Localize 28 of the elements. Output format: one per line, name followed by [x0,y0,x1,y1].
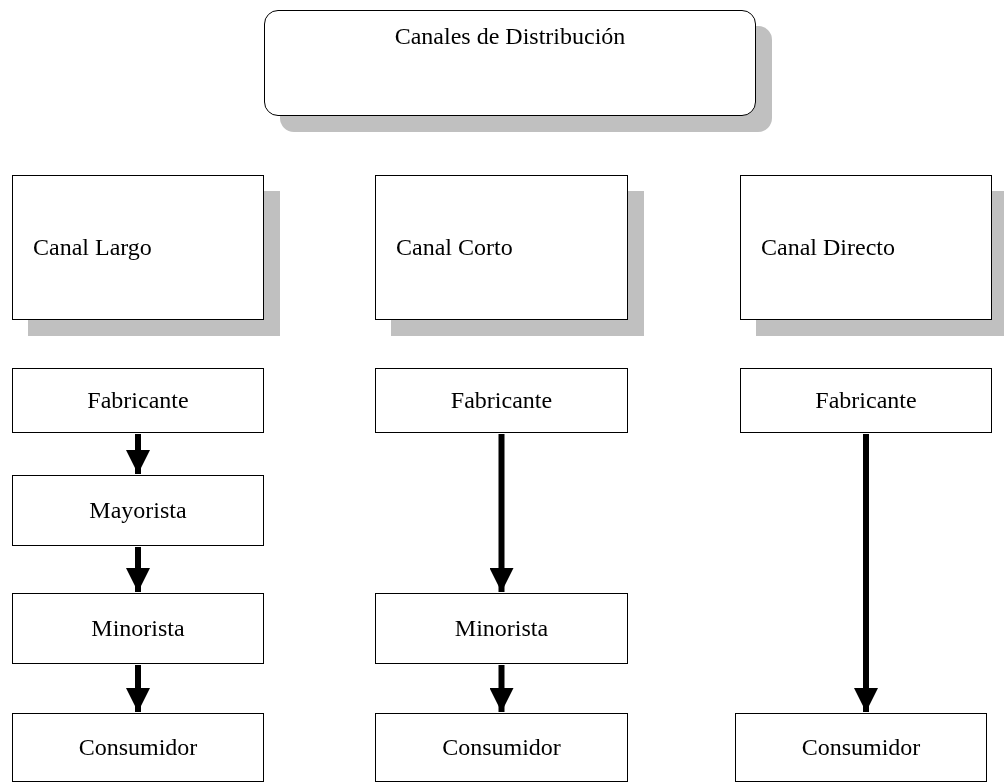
arrow [489,434,514,592]
arrow [126,665,150,712]
node-label: Consumidor [801,734,921,761]
node-label: Consumidor [78,734,198,761]
process-box [12,593,264,664]
node-label: Fabricante [450,387,553,414]
node-label: Fabricante [87,387,189,414]
process-box [740,368,992,433]
node-label: Consumidor [442,734,561,761]
node-label: Fabricante [815,387,917,414]
arrow [854,434,878,712]
node-label: Canales de Distribución [394,23,626,50]
arrow [489,665,514,712]
process-box [375,593,628,664]
process-box [375,368,628,433]
process-box [12,368,264,433]
node-label: Minorista [91,615,185,642]
arrow [126,434,150,474]
process-box [12,713,264,782]
process-box [12,475,264,546]
node-label: Canal Largo [33,234,152,261]
node-label: Canal Corto [396,234,513,261]
process-box [375,713,628,782]
arrow [126,547,150,592]
node-label: Canal Directo [761,234,895,261]
process-box [735,713,987,782]
node-label: Mayorista [89,497,187,524]
node-label: Minorista [454,615,549,642]
